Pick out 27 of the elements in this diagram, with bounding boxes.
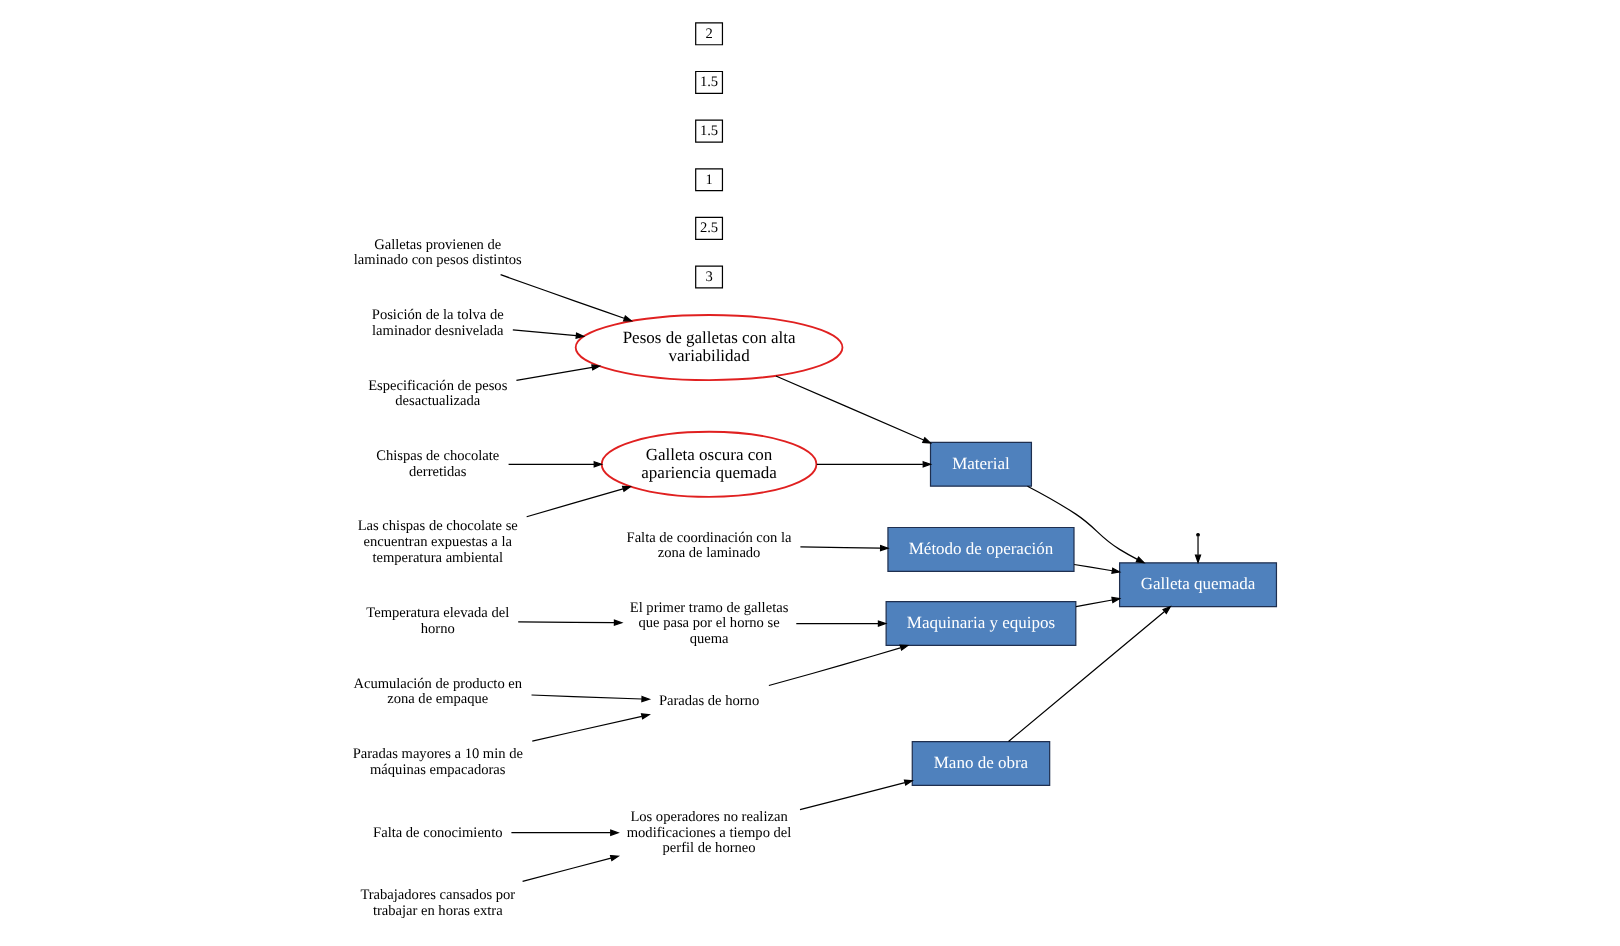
- arrow: [1194, 534, 1202, 564]
- arrow: [517, 618, 624, 626]
- arrow: [1007, 604, 1172, 742]
- arrow: [507, 459, 604, 467]
- arrow: [795, 619, 888, 626]
- node-ellipse: Galleta oscura con apariencia quemada: [600, 429, 818, 497]
- arrow: [1075, 595, 1122, 607]
- arrow: [500, 273, 634, 321]
- node-box: Maquinaria y equipos: [885, 600, 1077, 646]
- node-box: Método de operación: [887, 525, 1075, 571]
- arrow: [1026, 484, 1146, 563]
- arrow: [531, 712, 651, 741]
- arrow: [530, 693, 652, 702]
- arrow: [799, 543, 890, 551]
- arrow: [775, 374, 933, 443]
- arrow: [816, 459, 933, 467]
- arrow: [515, 363, 602, 381]
- arrow: [768, 643, 910, 686]
- node-box: Galleta quemada: [1119, 561, 1278, 607]
- arrow: [526, 484, 633, 517]
- arrow: [510, 828, 620, 836]
- arrow: [1073, 562, 1122, 574]
- node-box: Mano de obra: [911, 739, 1051, 785]
- arrow: [512, 328, 586, 338]
- arrow: [799, 778, 914, 810]
- arrow: [522, 853, 621, 881]
- node-box: Material: [929, 440, 1033, 486]
